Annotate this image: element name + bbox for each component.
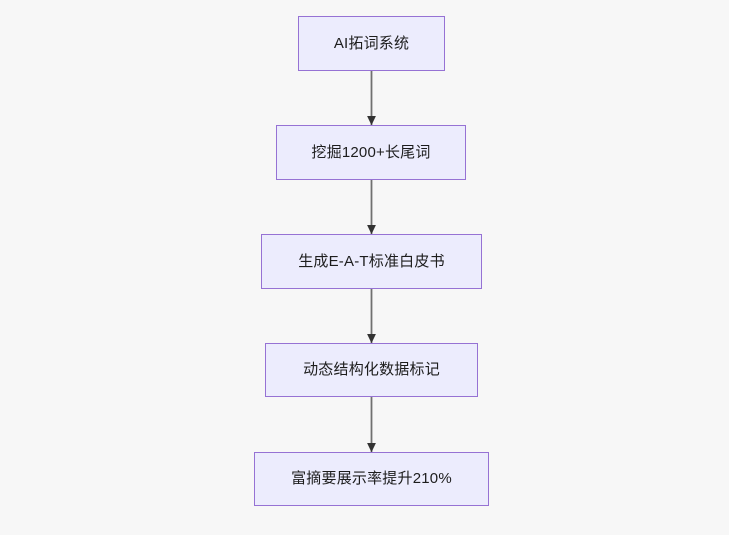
flow-node-label: 生成E-A-T标准白皮书 (298, 252, 445, 270)
flow-node-label: 动态结构化数据标记 (303, 361, 440, 378)
flow-node-label: 挖掘1200+长尾词 (311, 143, 431, 161)
flow-node-mine-longtail-keywords[interactable]: 挖掘1200+长尾词 (276, 125, 466, 180)
flow-node-ai-keyword-system[interactable]: AI拓词系统 (298, 16, 445, 71)
flow-node-generate-eat-whitepaper[interactable]: 生成E-A-T标准白皮书 (261, 234, 482, 289)
flow-node-label: 富摘要展示率提升210% (291, 470, 452, 487)
flow-node-dynamic-structured-data-markup[interactable]: 动态结构化数据标记 (265, 343, 478, 397)
flow-node-rich-snippet-impression-lift[interactable]: 富摘要展示率提升210% (254, 452, 489, 506)
flow-node-label: AI拓词系统 (333, 34, 410, 52)
